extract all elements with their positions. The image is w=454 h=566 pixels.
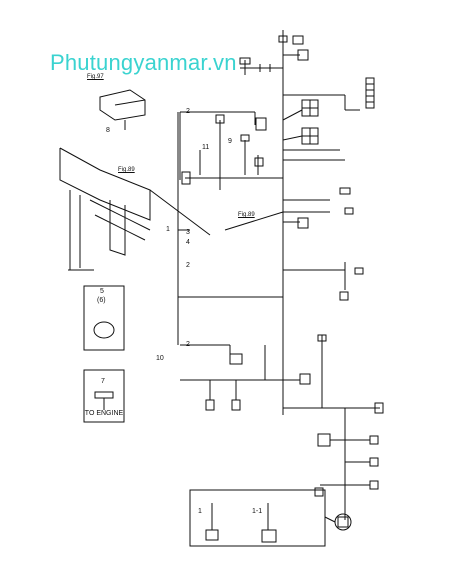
top-branch-connectors bbox=[239, 35, 309, 75]
ecu-module bbox=[99, 89, 146, 130]
detail-callout-1-1: 1-1 bbox=[252, 508, 263, 515]
right-ground-branch bbox=[283, 77, 375, 111]
lower-sub-harness bbox=[180, 334, 384, 414]
callout-2-low: 2 bbox=[186, 341, 190, 348]
fig89-label-upper: Fig.89 bbox=[118, 167, 135, 173]
callout-5: 5 bbox=[100, 288, 104, 295]
callout-5-sub: (6) bbox=[97, 297, 106, 304]
upper-sub-harness bbox=[179, 111, 283, 190]
callout-2-mid: 2 bbox=[186, 262, 190, 269]
callout-3: 3 bbox=[186, 229, 190, 236]
callout-11: 11 bbox=[202, 144, 210, 151]
watermark-text: Phutungyanmar.vn bbox=[50, 50, 237, 75]
fig97-label: Fig.97 bbox=[87, 74, 104, 80]
part7-box bbox=[83, 369, 125, 423]
callout-1: 1 bbox=[166, 226, 170, 233]
callout-2-top: 2 bbox=[186, 108, 190, 115]
part5-box bbox=[83, 285, 125, 351]
fig89-label-middle: Fig.89 bbox=[238, 212, 255, 218]
detail-callout-1: 1 bbox=[198, 508, 202, 515]
right-lower-branch bbox=[314, 408, 379, 531]
chassis-frame-sketch bbox=[59, 147, 211, 271]
detail-box bbox=[189, 489, 336, 547]
callout-8: 8 bbox=[106, 127, 110, 134]
callout-bracket bbox=[177, 112, 283, 345]
callout-4: 4 bbox=[186, 239, 190, 246]
callout-10: 10 bbox=[156, 355, 164, 362]
callout-9: 9 bbox=[228, 138, 232, 145]
middle-sub-harness bbox=[224, 187, 364, 301]
callout-7: 7 bbox=[101, 378, 105, 385]
relay-block-connectors bbox=[282, 99, 345, 161]
to-engine-label: TO ENGINE bbox=[84, 410, 124, 417]
